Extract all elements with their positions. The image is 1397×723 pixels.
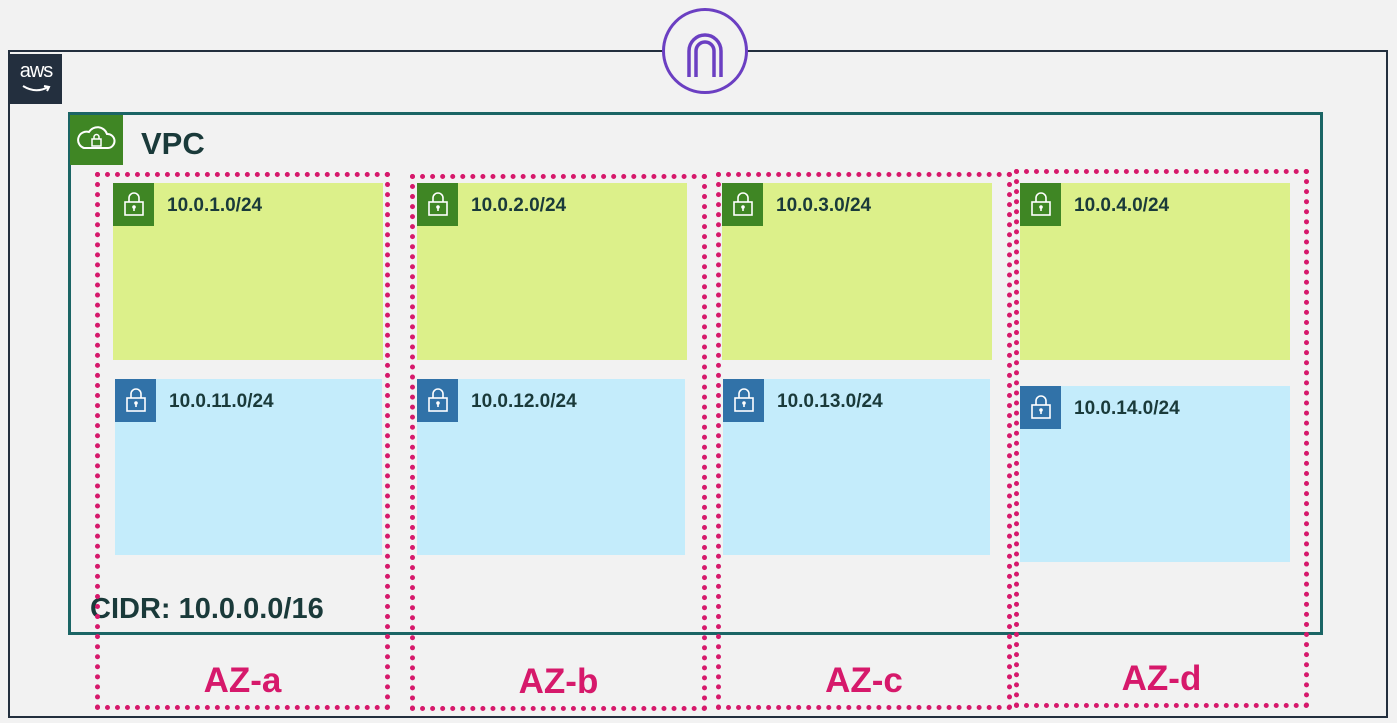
subnet-cidr: 10.0.2.0/24 xyxy=(471,195,567,216)
private-subnet-a: 10.0.11.0/24 xyxy=(115,379,382,555)
private-subnet-c: 10.0.13.0/24 xyxy=(723,379,990,555)
padlock-icon xyxy=(1020,386,1061,429)
padlock-icon xyxy=(113,183,154,226)
aws-logo-icon: aws xyxy=(10,54,62,104)
subnet-cidr: 10.0.14.0/24 xyxy=(1074,398,1180,419)
padlock-icon xyxy=(1020,183,1061,226)
vpc-cidr-label: CIDR: 10.0.0.0/16 xyxy=(90,593,324,625)
subnet-cidr: 10.0.12.0/24 xyxy=(471,391,577,412)
public-subnet-b: 10.0.2.0/24 xyxy=(417,183,687,360)
padlock-icon xyxy=(417,183,458,226)
availability-zone-b: AZ-b xyxy=(410,174,707,711)
aws-logo-text: aws xyxy=(19,60,54,82)
subnet-cidr: 10.0.11.0/24 xyxy=(169,391,274,412)
vpc-group xyxy=(68,112,1323,635)
padlock-icon xyxy=(115,379,156,422)
az-label: AZ-d xyxy=(1121,659,1202,698)
subnet-cidr: 10.0.3.0/24 xyxy=(776,195,872,216)
padlock-icon xyxy=(722,183,763,226)
subnet-cidr: 10.0.4.0/24 xyxy=(1074,195,1170,216)
az-label: AZ-b xyxy=(518,662,599,701)
private-subnet-b: 10.0.12.0/24 xyxy=(417,379,685,555)
availability-zone-a: AZ-a xyxy=(95,172,390,710)
availability-zone-d: AZ-d xyxy=(1014,169,1309,708)
az-label: AZ-a xyxy=(203,661,282,700)
public-subnet-a: 10.0.1.0/24 xyxy=(113,183,383,360)
availability-zone-c: AZ-c xyxy=(716,172,1012,710)
internet-gateway-icon xyxy=(662,8,748,94)
subnet-cidr: 10.0.13.0/24 xyxy=(777,391,883,412)
vpc-label: VPC xyxy=(141,126,205,161)
subnet-cidr: 10.0.1.0/24 xyxy=(167,195,263,216)
private-subnet-d: 10.0.14.0/24 xyxy=(1020,386,1290,562)
public-subnet-c: 10.0.3.0/24 xyxy=(722,183,992,360)
padlock-icon xyxy=(417,379,458,422)
az-label: AZ-c xyxy=(825,661,903,700)
vpc-cloud-lock-icon xyxy=(70,115,123,165)
aws-smile-icon xyxy=(22,85,51,92)
padlock-icon xyxy=(723,379,764,422)
public-subnet-d: 10.0.4.0/24 xyxy=(1020,183,1290,360)
